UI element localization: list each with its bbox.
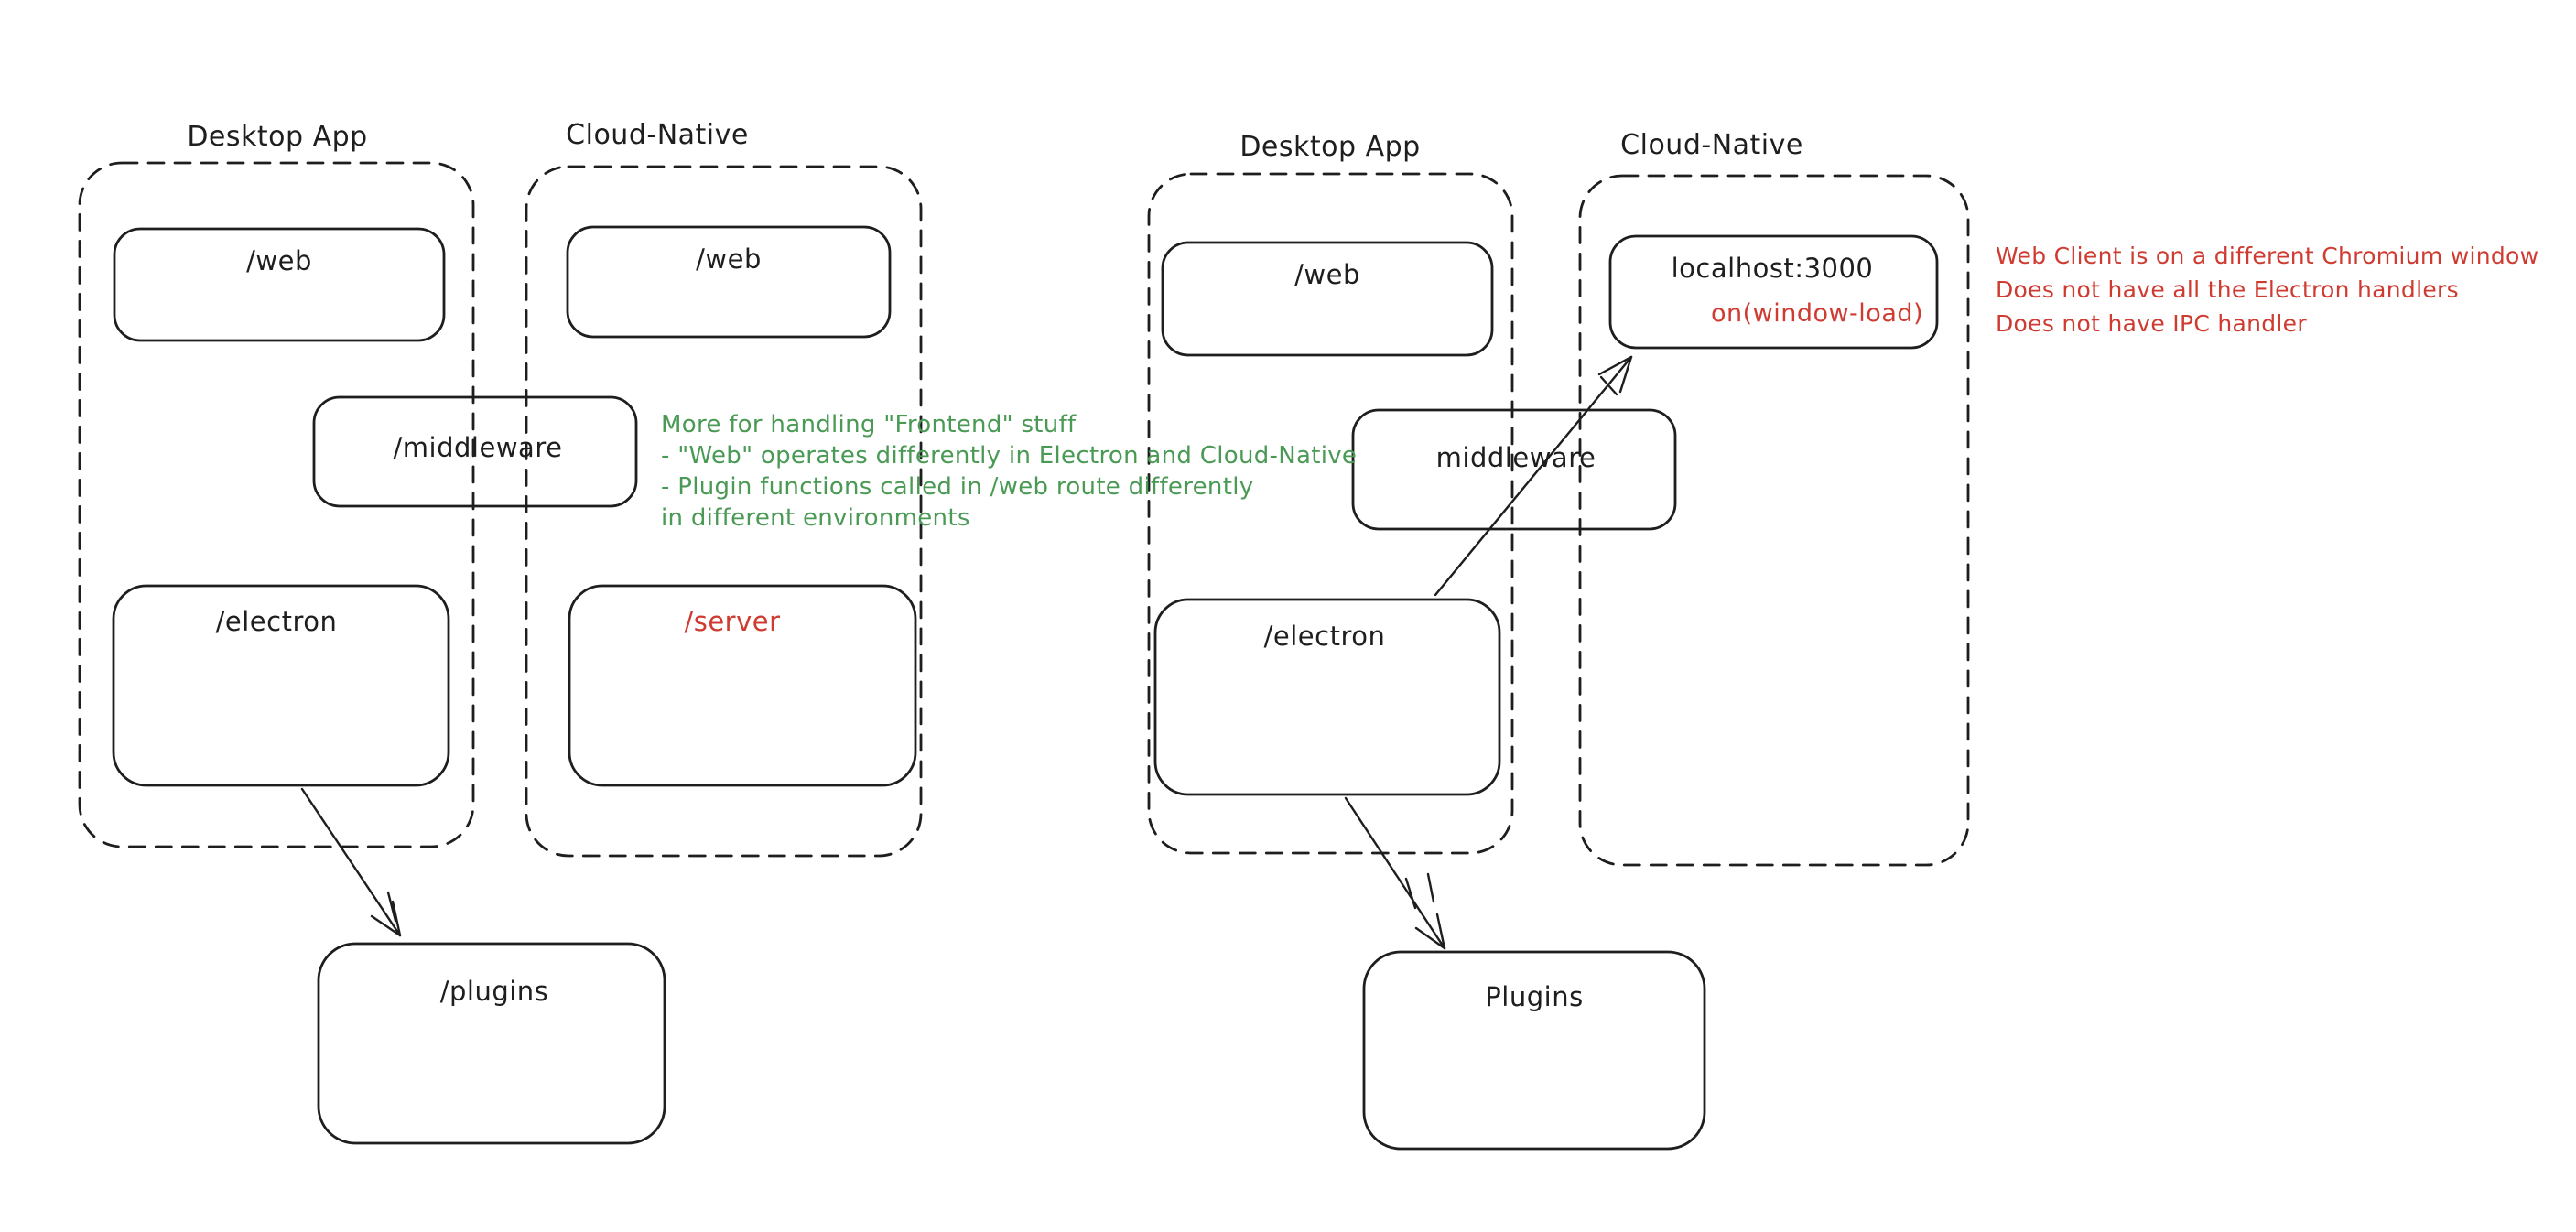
right-cloud-native-container [1578,174,1970,867]
left-desktop-app-title: Desktop App [187,121,368,153]
right-cloud-native-title: Cloud-Native [1620,129,1803,161]
left-web-desktop-label: /web [246,245,312,276]
left-cloud-native-title: Cloud-Native [566,119,749,151]
green-annotation: More for handling "Frontend" stuff - "We… [661,409,1357,534]
left-server-label: /server [684,606,781,637]
right-electron-label: /electron [1263,621,1386,652]
left-web-cloud-box [566,225,892,339]
right-desktop-app-container [1147,172,1514,855]
right-electron-box [1153,598,1501,796]
green-annotation-line: - "Web" operates differently in Electron… [661,442,1358,470]
right-plugins-label: Plugins [1485,981,1584,1012]
red-annotation: Web Client is on a different Chromium wi… [1996,239,2538,340]
right-web-label: /web [1294,259,1360,290]
red-annotation-line: Does not have all the Electron handlers [1996,276,2459,303]
left-middleware-label: /middleware [393,432,563,463]
left-desktop-app-container [78,161,475,848]
right-plugins-box [1362,950,1706,1151]
left-plugins-box [317,942,666,1145]
right-localhost-box [1608,234,1939,350]
green-annotation-line: in different environments [661,504,970,532]
left-electron-box [112,584,450,787]
left-server-box [568,584,917,787]
arrow-electron-to-plugins-left [300,787,402,937]
right-desktop-app-title: Desktop App [1239,131,1421,163]
arrow-electron-to-localhost [1434,355,1633,597]
left-middleware-box [312,395,638,508]
left-electron-label: /electron [215,606,338,637]
left-cloud-native-container [525,165,923,858]
right-middleware-box [1351,408,1677,531]
arrow-electron-to-plugins-right [1344,796,1446,950]
red-annotation-line: Web Client is on a different Chromium wi… [1996,243,2539,269]
left-web-cloud-label: /web [696,243,762,275]
right-localhost-sub-label: on(window-load) [1710,299,1924,328]
right-web-box [1161,241,1494,357]
left-plugins-label: /plugins [439,976,549,1007]
right-middleware-label: middleware [1435,442,1596,473]
red-annotation-line: Does not have IPC handler [1996,310,2307,337]
green-annotation-line: - Plugin functions called in /web route … [661,473,1254,501]
left-web-desktop-box [113,227,446,342]
green-annotation-line: More for handling "Frontend" stuff [661,411,1077,438]
right-localhost-label: localhost:3000 [1671,253,1874,284]
